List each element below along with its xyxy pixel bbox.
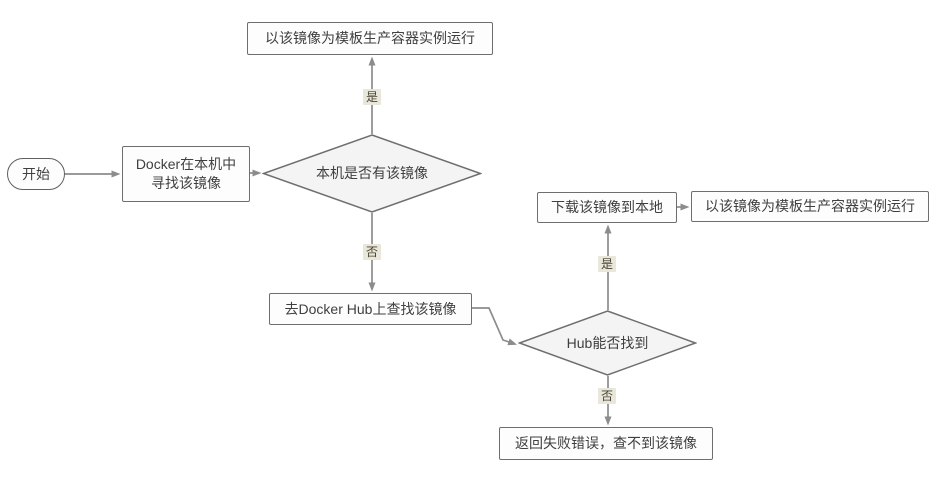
edge-label-has-local-no: 否 (363, 244, 382, 260)
node-search-hub-label: 去Docker Hub上查找该镜像 (284, 300, 457, 317)
node-search-hub: 去Docker Hub上查找该镜像 (269, 293, 472, 325)
node-run-instance-top: 以该镜像为模板生产容器实例运行 (247, 22, 493, 55)
node-find-local-label: Docker在本机中 寻找该镜像 (135, 156, 237, 191)
node-has-local-label: 本机是否有该镜像 (316, 165, 428, 182)
edge-search-hub-to-hub-found (472, 307, 518, 346)
diamond-shape (518, 310, 697, 376)
edge-label-hub-found-no: 否 (598, 388, 617, 404)
node-start: 开始 (7, 158, 65, 190)
node-download: 下载该镜像到本地 (537, 192, 677, 223)
edge-label-hub-found-yes: 是 (598, 256, 617, 272)
node-run-instance-top-label: 以该镜像为模板生产容器实例运行 (265, 30, 475, 47)
node-hub-found-decision: Hub能否找到 (518, 310, 697, 376)
node-start-label: 开始 (22, 165, 50, 182)
node-run-instance-right-label: 以该镜像为模板生产容器实例运行 (705, 198, 915, 215)
node-fail: 返回失败错误，查不到该镜像 (499, 427, 713, 460)
node-download-label: 下载该镜像到本地 (551, 199, 663, 216)
node-has-local-decision: 本机是否有该镜像 (262, 134, 482, 213)
diamond-shape (262, 134, 482, 213)
node-find-local: Docker在本机中 寻找该镜像 (122, 146, 250, 202)
node-run-instance-right: 以该镜像为模板生产容器实例运行 (691, 191, 929, 222)
edge-label-has-local-yes: 是 (363, 89, 382, 105)
node-hub-found-label: Hub能否找到 (566, 334, 649, 351)
node-fail-label: 返回失败错误，查不到该镜像 (515, 435, 697, 452)
